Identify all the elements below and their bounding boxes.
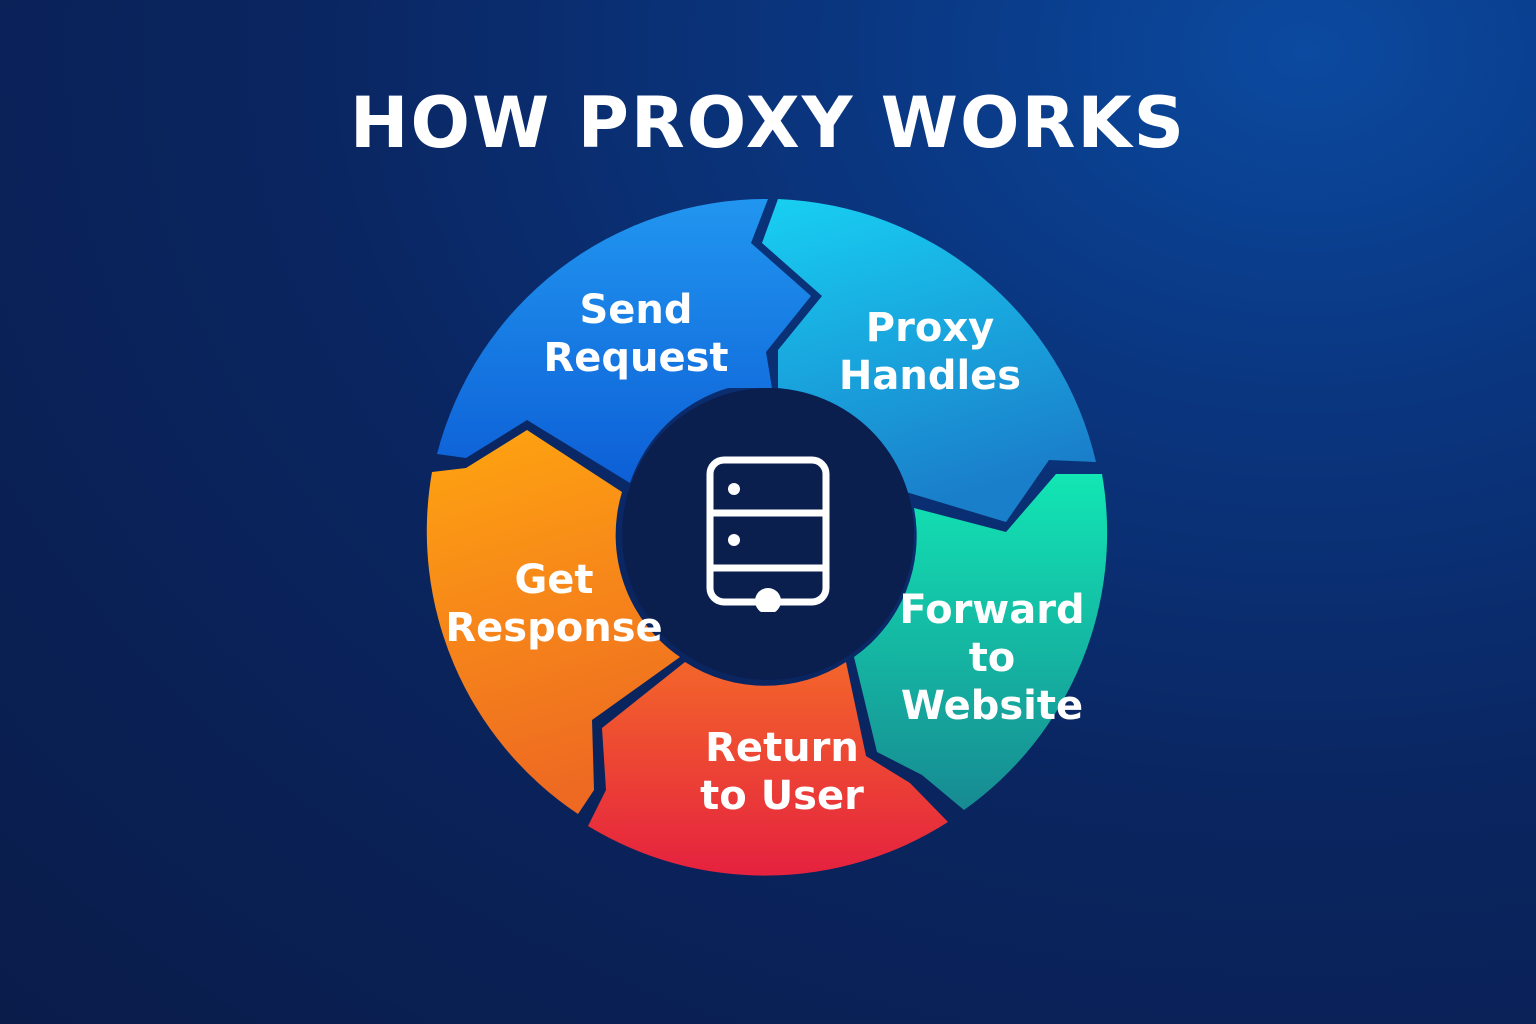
segment-return-to-user [588,662,948,876]
label-forward-to-website: Forward to Website [899,586,1084,730]
label-line: Response [445,605,663,651]
label-line: Website [900,683,1084,729]
label-proxy-handles: Proxy Handles [839,304,1021,400]
segment-proxy-handles [762,199,1096,522]
label-line: Return [705,725,859,771]
label-line: Handles [838,353,1022,399]
segment-forward-to-website [854,474,1108,810]
label-line: Request [543,335,729,381]
label-line: Proxy [865,305,995,351]
server-icon [706,456,830,612]
label-return-to-user: Return to User [700,724,864,820]
center-hub [622,388,914,680]
segment-send-request [437,198,811,483]
label-line: Forward [899,587,1085,633]
segment-get-response [426,430,680,814]
label-line: to User [700,773,864,819]
label-send-request: Send Request [543,286,728,382]
label-get-response: Get Response [445,556,662,652]
page-title: HOW PROXY WORKS [349,82,1187,164]
label-line: Get [514,557,594,603]
label-line: Send [579,287,693,333]
label-line: to [968,635,1016,681]
